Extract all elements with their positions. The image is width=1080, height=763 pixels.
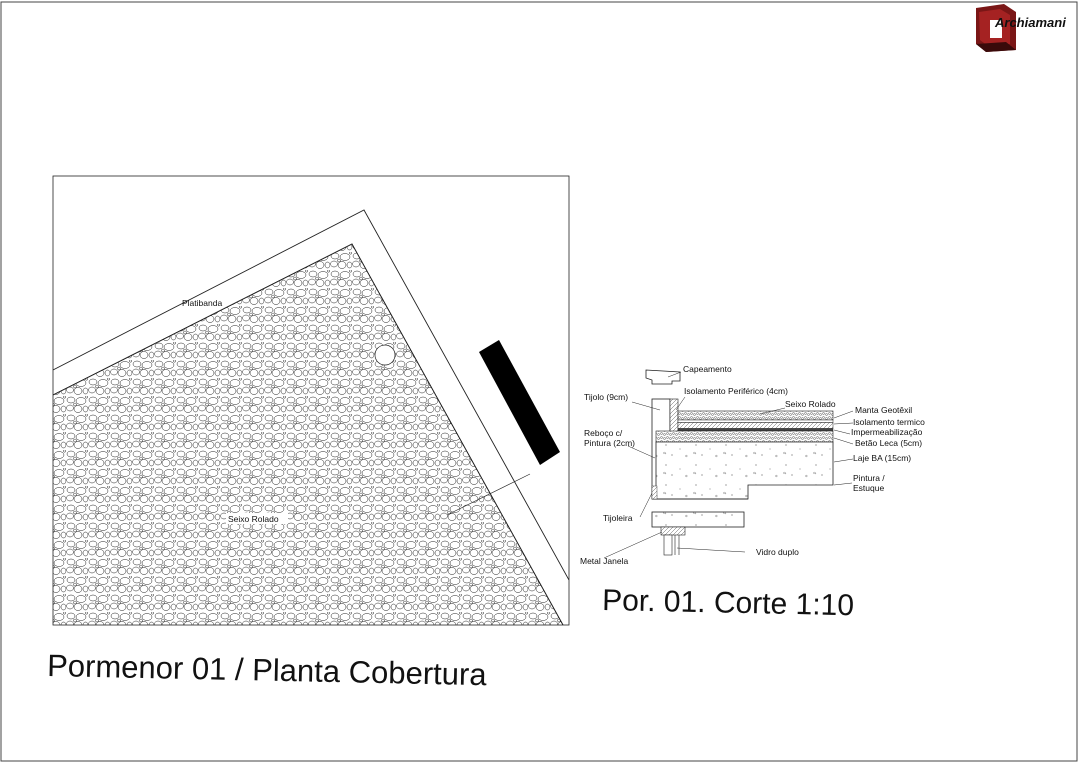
plan-title: Pormenor 01 / Planta Cobertura	[47, 648, 488, 692]
label-metal: Metal Janela	[580, 556, 628, 566]
parapet-inner-line	[53, 243, 564, 625]
window-mullion	[663, 534, 673, 556]
label-vidro: Vidro duplo	[756, 547, 799, 557]
roof-plan: Platibanda Seixo Rolado	[52, 175, 570, 626]
leca-concrete-layer	[655, 430, 834, 443]
thermal-insulation-layer	[677, 422, 834, 429]
gravel-layer	[677, 410, 834, 421]
parapet-outer-line	[53, 209, 569, 581]
archiamani-logo-mark	[976, 4, 1016, 52]
section-title: Por. 01. Corte 1:10	[602, 584, 854, 622]
label-seixo-section: Seixo Rolado	[785, 399, 836, 409]
label-betao: Betão Leca (5cm)	[855, 438, 922, 448]
waterproofing-layer	[677, 428, 834, 432]
label-manta: Manta Geotêxil	[855, 405, 912, 415]
label-reboco-2: Pintura (2cm)	[584, 438, 635, 448]
label-platibanda: Platibanda	[182, 298, 222, 308]
label-isolamento-termico: Isolamento termico	[853, 417, 925, 427]
concrete-slab	[655, 441, 834, 500]
label-tijoleira: Tijoleira	[603, 513, 633, 523]
window-head	[651, 511, 745, 528]
label-seixo-plan: Seixo Rolado	[228, 514, 279, 524]
section-leaders	[603, 371, 854, 559]
roof-drain	[374, 344, 396, 366]
roof-section	[645, 369, 834, 556]
geotextile-layer	[677, 419, 834, 423]
label-laje: Laje BA (15cm)	[853, 453, 911, 463]
label-reboco-1: Reboço c/	[584, 428, 623, 438]
label-capeamento: Capeamento	[683, 364, 732, 374]
label-pintura-2: Estuque	[853, 483, 884, 493]
coping	[645, 369, 681, 385]
window-frame	[660, 526, 686, 536]
section-cut-marker	[479, 340, 560, 465]
label-isolamento-periferico: Isolamento Periférico (4cm)	[684, 386, 788, 396]
label-tijolo: Tijolo (9cm)	[584, 392, 628, 402]
plan-leader-line	[446, 473, 531, 516]
label-impermeabilizacao: Impermeabilização	[851, 427, 923, 437]
label-pintura-1: Pintura /	[853, 473, 885, 483]
tile-strip	[651, 485, 658, 500]
logo-text: Archiamani	[994, 15, 1066, 30]
